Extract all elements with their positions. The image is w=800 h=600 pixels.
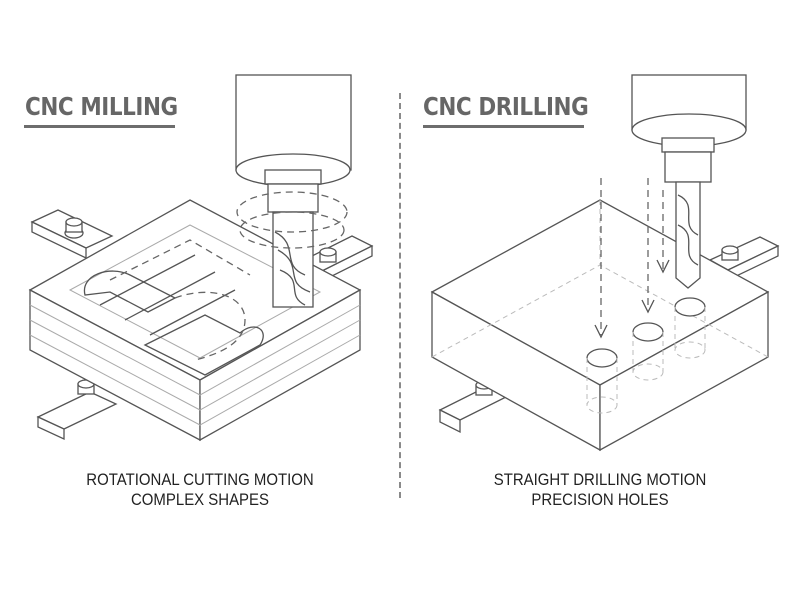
clamp-icon [298, 235, 374, 284]
drilling-caption-line2: PRECISION HOLES [531, 490, 669, 509]
drilling-caption: STRAIGHT DRILLING MOTION PRECISION HOLES [442, 470, 759, 510]
panel-divider [399, 93, 401, 498]
clamp-icon [36, 379, 118, 441]
milling-caption-line1: ROTATIONAL CUTTING MOTION [86, 470, 314, 489]
milling-title-underline [24, 125, 175, 128]
drilling-caption-line1: STRAIGHT DRILLING MOTION [493, 470, 707, 489]
clamp-icon [30, 209, 114, 260]
drilling-title-underline [423, 125, 584, 128]
drilling-title: CNC DRILLING [423, 92, 589, 121]
milling-title: CNC MILLING [25, 92, 178, 121]
milling-caption: ROTATIONAL CUTTING MOTION COMPLEX SHAPES [42, 470, 359, 510]
milling-caption-line2: COMPLEX SHAPES [130, 490, 269, 509]
